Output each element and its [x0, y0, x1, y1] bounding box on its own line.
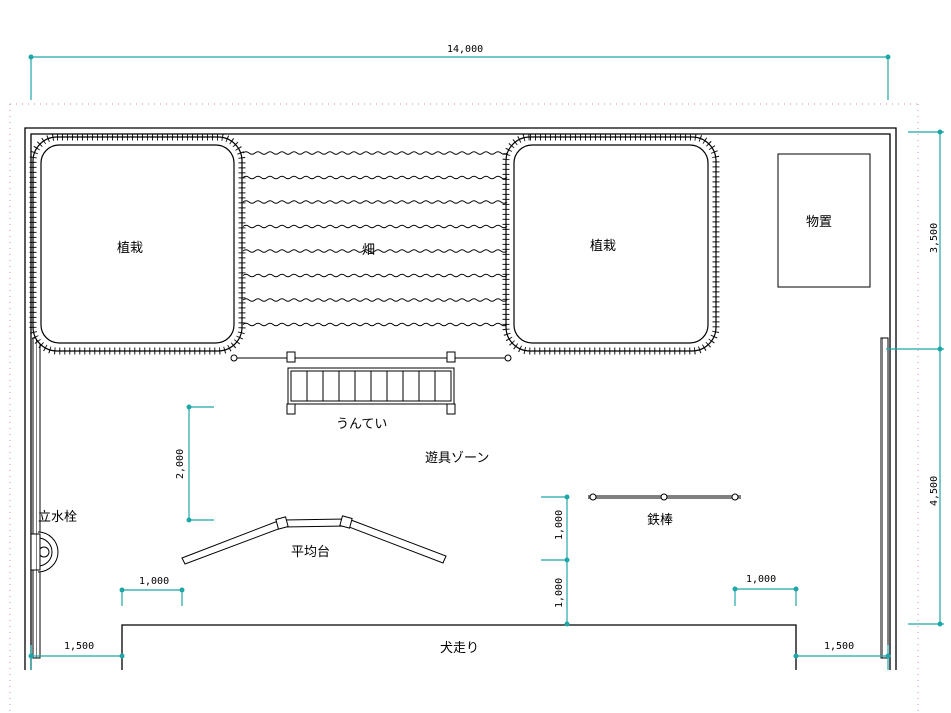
dim-right-small: 1,000 — [746, 574, 776, 585]
dim-total-width: 14,000 — [447, 44, 483, 55]
storage-shed — [777, 153, 871, 288]
planting-right-label: 植栽 — [590, 238, 616, 254]
planting-left-label: 植栽 — [117, 240, 143, 256]
play-zone-label: 遊具ゾーン — [425, 451, 489, 466]
dim-left-small: 1,000 — [139, 576, 169, 587]
field-row — [242, 224, 508, 229]
water-faucet — [30, 531, 59, 573]
dim-right-edge: 1,500 — [824, 641, 854, 652]
site-boundary — [9, 103, 919, 713]
dim-right-lower: 4,500 — [929, 476, 940, 506]
dog-run-outline — [121, 624, 797, 670]
field-label: 畑 — [362, 243, 375, 258]
planting-bed-right — [502, 133, 720, 355]
dimension-lines — [28, 54, 944, 670]
field-row — [242, 175, 508, 180]
hydrant-label: 立水栓 — [38, 510, 77, 525]
monkey-bars — [230, 351, 512, 415]
dog-run-label: 犬走り — [440, 641, 479, 656]
field-row — [242, 151, 508, 155]
field-row — [242, 273, 508, 278]
dim-left-edge: 1,500 — [64, 641, 94, 652]
field-area — [242, 151, 508, 327]
dim-left-vertical: 2,000 — [175, 449, 186, 479]
storage-label: 物置 — [806, 215, 832, 230]
ladder-label: うんてい — [336, 417, 387, 432]
planting-bed-left — [29, 133, 246, 355]
field-row — [242, 298, 508, 302]
field-row — [242, 249, 508, 253]
dim-center-upper: 1,000 — [554, 510, 565, 540]
field-row — [242, 322, 508, 327]
balance-beam-label: 平均台 — [291, 545, 330, 560]
field-row — [242, 200, 508, 204]
iron-bar — [588, 493, 741, 501]
balance-beam — [181, 515, 447, 565]
dim-center-lower: 1,000 — [554, 578, 565, 608]
dim-right-upper: 3,500 — [929, 223, 940, 253]
iron-bar-label: 鉄棒 — [647, 513, 673, 528]
